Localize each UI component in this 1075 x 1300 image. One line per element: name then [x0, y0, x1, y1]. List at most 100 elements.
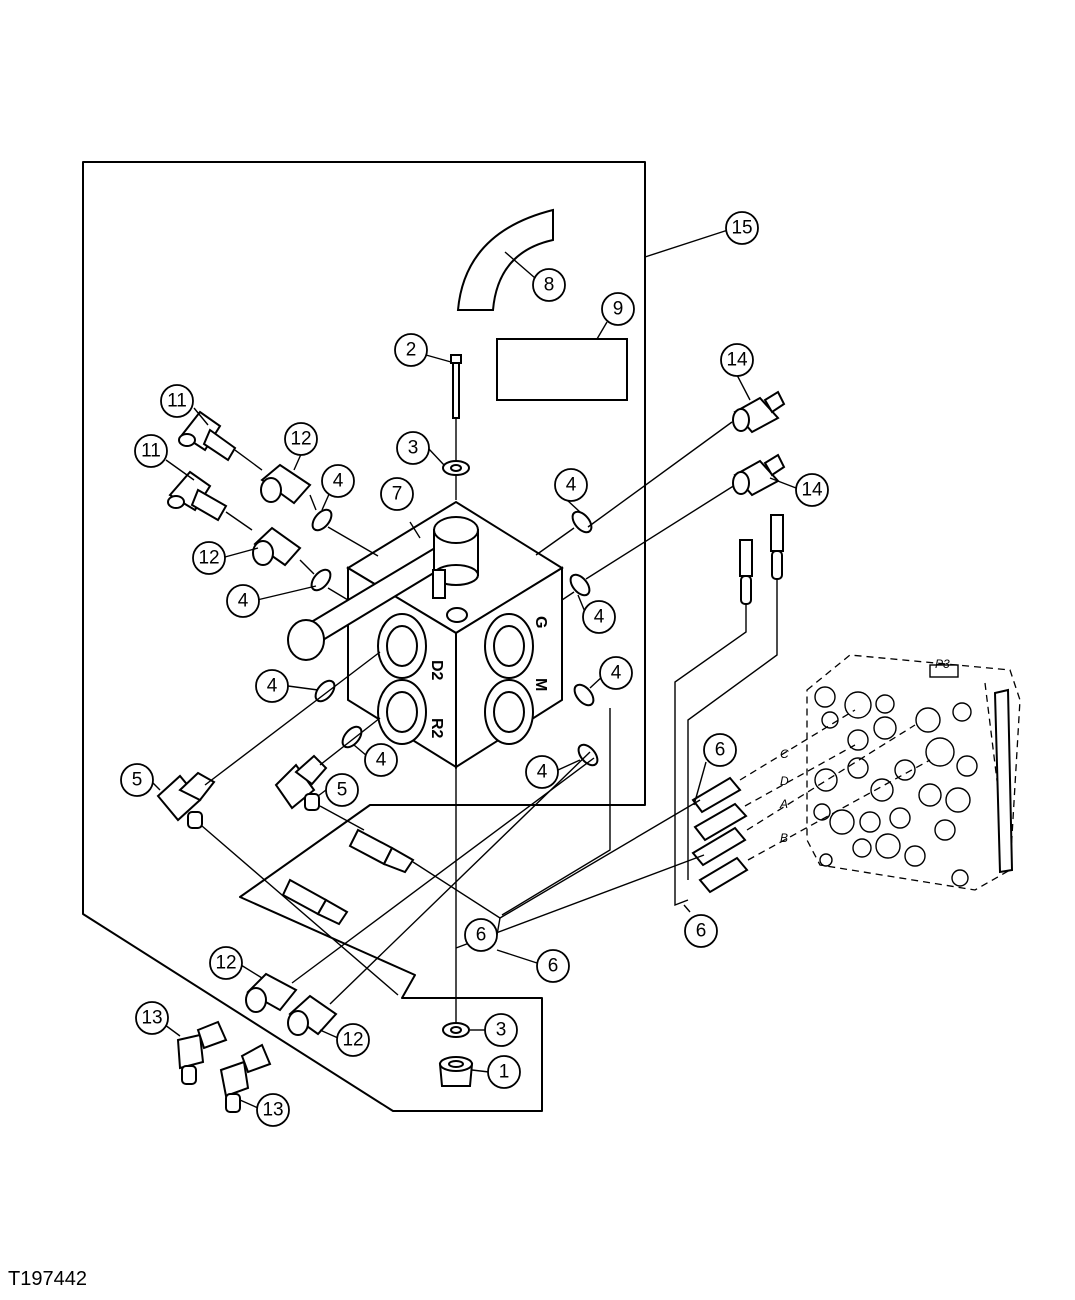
svg-text:4: 4: [594, 607, 605, 628]
svg-text:4: 4: [267, 676, 278, 697]
callout-4-f: 4: [364, 743, 398, 777]
svg-text:11: 11: [141, 441, 161, 462]
svg-text:9: 9: [613, 299, 624, 320]
svg-text:4: 4: [333, 471, 344, 492]
svg-text:3: 3: [496, 1020, 507, 1041]
hose-ends-6-vertical: [674, 514, 784, 907]
svg-text:14: 14: [726, 350, 748, 371]
callout-5-left: 5: [120, 763, 154, 797]
svg-text:4: 4: [376, 750, 387, 771]
hose-ends-6-horizontal: C D A B: [691, 709, 931, 894]
svg-text:3: 3: [408, 438, 419, 459]
callout-4-b: 4: [226, 584, 260, 618]
port-label-m: M: [532, 678, 549, 691]
callout-3-bottom: 3: [484, 1013, 518, 1047]
fitting-14-lower: [732, 453, 786, 497]
hose-label-d: D: [780, 774, 789, 788]
callouts: 1 2 3 3 4 4 4 4 4 4 4 4 5 5 6 6 6 6 7 8 …: [120, 211, 829, 1127]
callout-6-a: 6: [703, 733, 737, 767]
callout-4-g: 4: [599, 656, 633, 690]
callout-8: 8: [532, 268, 566, 302]
callout-leaders: [150, 374, 797, 1109]
svg-text:8: 8: [544, 275, 555, 296]
svg-text:4: 4: [611, 663, 622, 684]
callout-3-top: 3: [396, 431, 430, 465]
svg-text:4: 4: [566, 475, 577, 496]
elbow-fitting-13-left: [176, 1020, 228, 1085]
svg-text:12: 12: [198, 548, 219, 569]
svg-text:5: 5: [337, 780, 348, 801]
callout-13-right: 13: [256, 1093, 290, 1127]
curved-part-8: [456, 208, 554, 311]
callout-12-a: 12: [284, 422, 318, 456]
svg-text:14: 14: [801, 480, 823, 501]
svg-text:6: 6: [476, 925, 487, 946]
svg-text:11: 11: [167, 391, 187, 412]
callout-15: 15: [725, 211, 759, 245]
control-valve: P3: [806, 654, 1021, 891]
decal-plate-9: [496, 321, 628, 401]
svg-text:5: 5: [132, 770, 143, 791]
svg-text:4: 4: [537, 762, 548, 783]
svg-text:12: 12: [342, 1030, 363, 1051]
svg-text:15: 15: [731, 218, 752, 239]
callout-2: 2: [394, 333, 428, 367]
svg-text:12: 12: [290, 429, 311, 450]
callout-4-e: 4: [255, 669, 289, 703]
svg-text:4: 4: [238, 591, 249, 612]
elbow-fitting-5-left: [156, 651, 399, 996]
svg-text:6: 6: [548, 956, 559, 977]
svg-text:12: 12: [215, 953, 236, 974]
callout-13-left: 13: [135, 1001, 169, 1035]
callout-14-upper: 14: [720, 343, 754, 377]
valve-block-7: D2 R2 G M: [287, 500, 564, 1030]
svg-text:13: 13: [262, 1100, 283, 1121]
fitting-12-lower-b: [287, 708, 611, 1036]
port-label-d2: D2: [428, 660, 445, 681]
callout-6-d: 6: [536, 949, 570, 983]
callout-6-b: 6: [684, 914, 718, 948]
callout-7: 7: [380, 477, 414, 511]
hose-label-c: C: [780, 747, 789, 761]
fitting-12-lower-a: [245, 757, 595, 1013]
callout-5-right: 5: [325, 773, 359, 807]
svg-text:1: 1: [499, 1062, 510, 1083]
nut-1: [438, 1056, 474, 1087]
hose-label-b: B: [780, 831, 788, 845]
callout-9: 9: [601, 292, 635, 326]
callout-12-b: 12: [192, 541, 226, 575]
callout-11-upper: 11: [160, 384, 194, 418]
bolt-2: [425, 354, 462, 500]
fitting-14-upper: [732, 390, 786, 434]
elbow-fitting-11-lower: [167, 470, 253, 531]
svg-text:2: 2: [406, 340, 417, 361]
port-label-r2: R2: [428, 718, 445, 739]
callout-1: 1: [487, 1055, 521, 1089]
callout-14-lower: 14: [795, 473, 829, 507]
figure-id-label: T197442: [8, 1268, 87, 1290]
hose-ends-6-lower-left: [281, 799, 705, 949]
washer-3-top: [442, 460, 470, 476]
fitting-12-upper-b: [252, 526, 315, 575]
control-valve-label: P3: [935, 657, 950, 671]
callout-4-a: 4: [321, 464, 355, 498]
callout-4-h: 4: [525, 755, 559, 789]
callout-6-c: 6: [464, 918, 498, 952]
callout-4-c: 4: [554, 468, 588, 502]
callout-12-c: 12: [209, 946, 243, 980]
fitting-12-upper-a: [260, 463, 317, 511]
elbow-fitting-11-upper: [178, 410, 263, 471]
elbow-fitting-13-right: [219, 1043, 272, 1113]
port-label-g: G: [532, 616, 549, 628]
callout-4-d: 4: [582, 600, 616, 634]
callout-12-d: 12: [336, 1023, 370, 1057]
svg-text:7: 7: [392, 484, 403, 505]
svg-text:13: 13: [141, 1008, 162, 1029]
kit-outline: [82, 161, 729, 1112]
washer-3-bottom: [442, 1022, 470, 1038]
elbow-fitting-5-right: [274, 717, 381, 831]
svg-text:6: 6: [696, 921, 707, 942]
callout-11-lower: 11: [134, 434, 168, 468]
hose-label-a: A: [779, 797, 788, 811]
